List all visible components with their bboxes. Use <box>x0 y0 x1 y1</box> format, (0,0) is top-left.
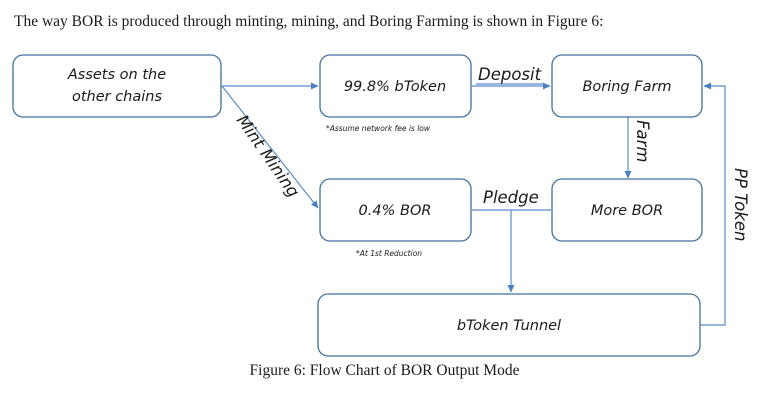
node-boring-farm-label: Boring Farm <box>582 79 671 95</box>
edge-label-deposit: Deposit <box>478 65 542 84</box>
node-more-bor: More BOR <box>551 178 703 242</box>
node-btoken-tunnel: bToken Tunnel <box>317 293 701 357</box>
node-btoken-tunnel-label: bToken Tunnel <box>457 318 561 334</box>
node-btoken-998: 99.8% bToken <box>319 54 472 118</box>
edge-pp-token <box>700 82 726 326</box>
edge-label-mint-mining: Mint Mining <box>233 111 304 200</box>
note-first-reduction: *At 1st Reduction <box>356 249 422 258</box>
intro-text: The way BOR is produced through minting,… <box>14 13 604 30</box>
node-bor-04-label: 0.4% BOR <box>359 203 432 219</box>
node-more-bor-label: More BOR <box>591 203 663 219</box>
node-bor-04: 0.4% BOR <box>319 178 472 242</box>
edge-label-farm: Farm <box>633 120 652 162</box>
edge-label-pp-token: PP Token <box>731 168 750 241</box>
edge-label-pledge: Pledge <box>483 188 539 207</box>
node-assets-other-chains: Assets on the other chains <box>12 54 222 118</box>
figure-caption: Figure 6: Flow Chart of BOR Output Mode <box>249 362 520 379</box>
node-btoken-998-label: 99.8% bToken <box>344 79 446 95</box>
note-network-fee: *Assume network fee is low <box>326 124 431 133</box>
edge-assets-to-bor <box>221 85 319 209</box>
node-assets-line2: other chains <box>72 89 163 105</box>
node-boring-farm: Boring Farm <box>551 54 703 118</box>
node-assets-line1: Assets on the <box>67 67 166 83</box>
